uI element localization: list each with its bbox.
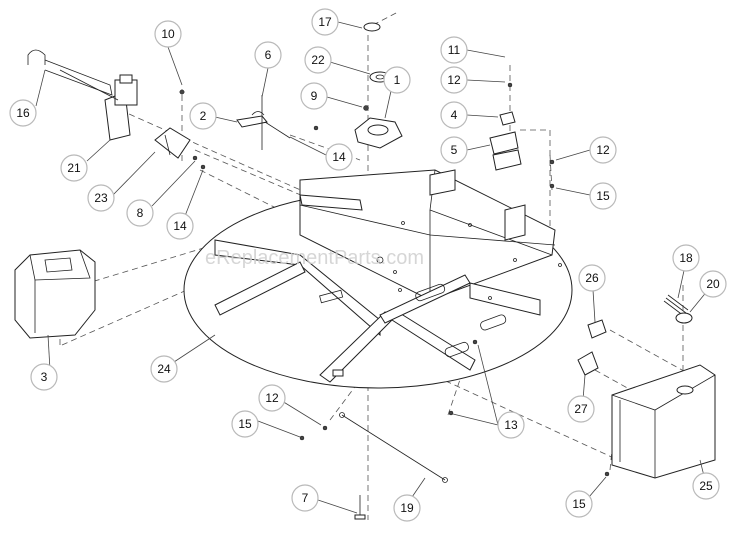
- hydraulic-jack: [27, 49, 138, 141]
- callout-26: 26: [578, 264, 606, 292]
- svg-text:11: 11: [448, 43, 461, 57]
- callout-1: 1: [383, 66, 411, 94]
- svg-text:18: 18: [679, 251, 693, 265]
- svg-text:20: 20: [706, 277, 720, 291]
- callout-5: 5: [440, 136, 468, 164]
- callout-12-top: 12: [440, 66, 468, 94]
- svg-text:10: 10: [161, 27, 175, 41]
- svg-text:21: 21: [67, 161, 81, 175]
- callout-23: 23: [87, 184, 115, 212]
- svg-text:5: 5: [451, 143, 458, 157]
- callout-15-lower-left: 15: [231, 410, 259, 438]
- callout-8: 8: [126, 199, 154, 227]
- svg-text:12: 12: [596, 143, 610, 157]
- bolt-7: [354, 495, 366, 520]
- fuel-tank: [611, 364, 716, 479]
- callout-21: 21: [60, 154, 88, 182]
- svg-text:15: 15: [238, 417, 252, 431]
- callout-11: 11: [440, 36, 468, 64]
- callout-7: 7: [291, 484, 319, 512]
- svg-text:14: 14: [332, 150, 346, 164]
- battery-box: [14, 249, 96, 339]
- switch-group: [489, 111, 522, 171]
- callout-15-lower-right: 15: [565, 490, 593, 518]
- leader-lines: [35, 21, 709, 514]
- svg-text:3: 3: [41, 370, 48, 384]
- callout-17: 17: [311, 8, 339, 36]
- svg-text:22: 22: [311, 53, 325, 67]
- svg-text:12: 12: [265, 391, 279, 405]
- callout-22: 22: [304, 46, 332, 74]
- svg-text:23: 23: [94, 191, 108, 205]
- callout-15-right: 15: [589, 182, 617, 210]
- svg-text:8: 8: [137, 206, 144, 220]
- callouts: 10 6 17 22 1 9 11 12 4 5 12 15 16 2 14 2…: [9, 8, 727, 522]
- callout-6: 6: [254, 41, 282, 69]
- svg-text:13: 13: [504, 418, 518, 432]
- callout-10: 10: [154, 20, 182, 48]
- callout-3: 3: [30, 363, 58, 391]
- bracket-23: [154, 127, 191, 159]
- watermark-text: eReplacementParts.com: [205, 247, 424, 269]
- svg-text:4: 4: [451, 108, 458, 122]
- svg-text:27: 27: [574, 402, 588, 416]
- svg-text:9: 9: [311, 89, 318, 103]
- svg-text:25: 25: [699, 479, 713, 493]
- svg-text:6: 6: [265, 48, 272, 62]
- svg-text:19: 19: [400, 501, 414, 515]
- cable: [339, 412, 448, 483]
- callout-13: 13: [497, 411, 525, 439]
- callout-20: 20: [699, 270, 727, 298]
- callout-14-upper: 14: [325, 143, 353, 171]
- svg-text:7: 7: [302, 491, 309, 505]
- callout-19: 19: [393, 494, 421, 522]
- callout-14-left: 14: [166, 212, 194, 240]
- svg-text:17: 17: [318, 15, 332, 29]
- svg-text:16: 16: [16, 106, 30, 120]
- svg-text:14: 14: [173, 219, 187, 233]
- base-plate: [183, 169, 573, 389]
- callout-25: 25: [692, 472, 720, 500]
- svg-text:24: 24: [157, 362, 171, 376]
- callout-9: 9: [300, 82, 328, 110]
- pin-assembly: [236, 95, 291, 150]
- callout-16: 16: [9, 99, 37, 127]
- callout-12-right: 12: [589, 136, 617, 164]
- callout-18: 18: [672, 244, 700, 272]
- svg-text:15: 15: [596, 189, 610, 203]
- callout-12-lower: 12: [258, 384, 286, 412]
- callout-4: 4: [440, 101, 468, 129]
- svg-text:12: 12: [447, 73, 461, 87]
- svg-text:15: 15: [572, 497, 586, 511]
- flange-bearing: [354, 117, 403, 149]
- callout-24: 24: [150, 355, 178, 383]
- svg-text:26: 26: [585, 271, 599, 285]
- hardware: [179, 82, 610, 477]
- svg-text:2: 2: [200, 109, 207, 123]
- callout-27: 27: [567, 395, 595, 423]
- svg-text:1: 1: [394, 73, 401, 87]
- callout-2: 2: [189, 102, 217, 130]
- tank-fittings: [577, 294, 693, 376]
